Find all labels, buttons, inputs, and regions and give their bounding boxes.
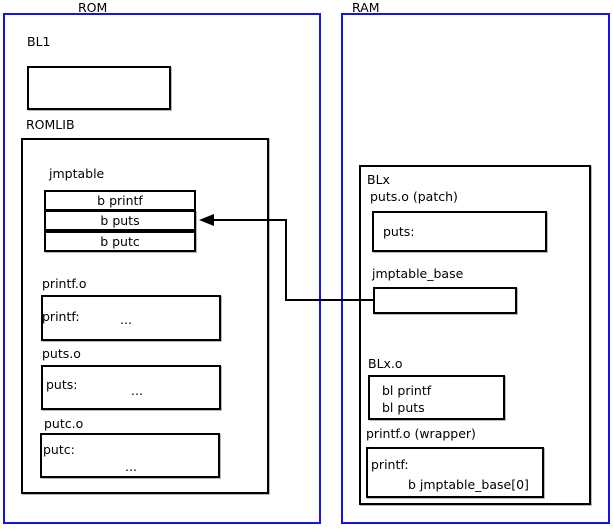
printf-o-box bbox=[41, 295, 221, 341]
puts-o-symbol: puts: bbox=[46, 377, 78, 392]
putc-o-box bbox=[40, 433, 220, 478]
jmptable-entry-2: b putc bbox=[44, 231, 196, 252]
printf-wrapper-label: printf.o (wrapper) bbox=[366, 426, 476, 441]
ram-region bbox=[341, 13, 610, 524]
printf-o-symbol: printf: bbox=[42, 309, 80, 324]
putc-o-symbol: putc: bbox=[43, 442, 75, 457]
arrowhead-icon bbox=[199, 214, 214, 226]
blx-o-line1: bl printf bbox=[382, 383, 432, 398]
putc-o-ellipsis: ... bbox=[125, 459, 137, 474]
bl1-box bbox=[27, 66, 171, 110]
printf-wrapper-box bbox=[366, 447, 544, 498]
blx-label: BLx bbox=[367, 172, 390, 187]
jmptable-base-box bbox=[373, 287, 517, 314]
bl1-label: BL1 bbox=[27, 34, 51, 49]
putc-o-label: putc.o bbox=[44, 416, 84, 431]
jmptable-base-to-puts-arrow bbox=[199, 214, 373, 301]
blx-o-box bbox=[368, 375, 505, 420]
printf-wrapper-instruction: b jmptable_base[0] bbox=[408, 477, 529, 492]
puts-o-label: puts.o bbox=[42, 346, 81, 361]
rom-region-label: ROM bbox=[78, 0, 108, 15]
jmptable-base-label: jmptable_base bbox=[372, 266, 464, 281]
printf-o-label: printf.o bbox=[42, 276, 87, 291]
printf-o-ellipsis: ... bbox=[120, 312, 132, 327]
jmptable-label: jmptable bbox=[49, 166, 105, 181]
ram-region-label: RAM bbox=[352, 0, 380, 15]
puts-patch-box bbox=[372, 211, 547, 252]
printf-wrapper-symbol: printf: bbox=[371, 457, 409, 472]
puts-patch-label: puts.o (patch) bbox=[370, 189, 458, 204]
puts-patch-symbol: puts: bbox=[383, 224, 415, 239]
puts-o-ellipsis: ... bbox=[131, 383, 143, 398]
puts-o-box bbox=[41, 365, 221, 410]
blx-o-label: BLx.o bbox=[368, 356, 403, 371]
romlib-label: ROMLIB bbox=[26, 117, 75, 132]
jmptable-entry-1: b puts bbox=[44, 210, 196, 231]
blx-o-line2: bl puts bbox=[382, 400, 425, 415]
rom-region bbox=[3, 13, 321, 524]
